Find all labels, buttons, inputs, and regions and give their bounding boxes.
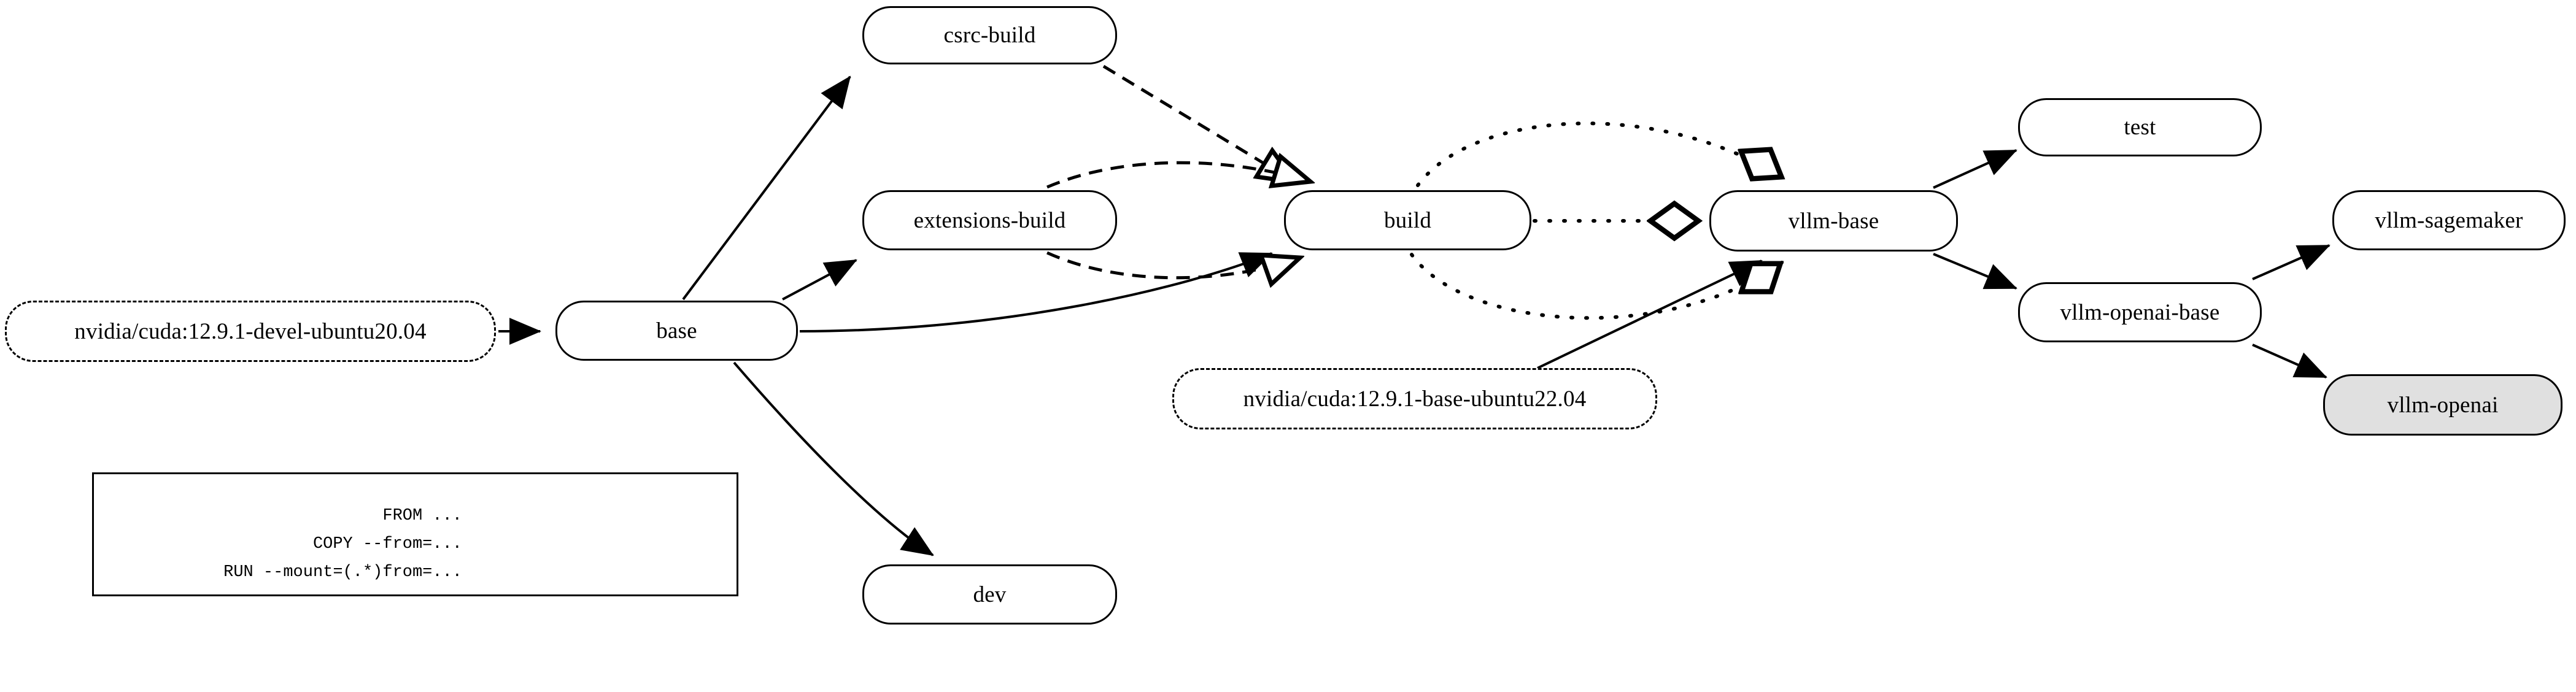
node-label: vllm-sagemaker bbox=[2375, 207, 2523, 233]
edge-build-to-vllm-base-lower bbox=[1410, 253, 1782, 320]
edge-base-to-csrc-build bbox=[682, 75, 851, 301]
legend-label-copy: COPY --from=... bbox=[312, 535, 462, 553]
node-label: nvidia/cuda:12.9.1-base-ubuntu22.04 bbox=[1243, 386, 1587, 412]
edge-extensions-build-to-build-lower bbox=[1046, 251, 1300, 278]
node-base[interactable]: base bbox=[555, 301, 798, 361]
node-cuda-base[interactable]: nvidia/cuda:12.9.1-base-ubuntu22.04 bbox=[1172, 368, 1657, 429]
edge-vllm-openai-base-to-vllm-openai bbox=[2252, 344, 2327, 379]
node-extensions-build[interactable]: extensions-build bbox=[862, 190, 1117, 250]
legend-line-copy bbox=[470, 532, 703, 556]
edge-base-to-build bbox=[799, 252, 1273, 333]
edge-base-to-dev bbox=[733, 361, 934, 556]
node-label: vllm-openai bbox=[2387, 392, 2499, 418]
node-label: build bbox=[1383, 207, 1432, 233]
edge-extensions-build-to-build-upper bbox=[1046, 163, 1310, 189]
node-test[interactable]: test bbox=[2018, 98, 2262, 156]
legend-row-from: FROM ... bbox=[94, 504, 737, 528]
legend-label-from: FROM ... bbox=[382, 507, 462, 525]
legend-row-copy: COPY --from=... bbox=[94, 532, 737, 556]
legend-line-from bbox=[470, 504, 703, 528]
node-vllm-openai[interactable]: vllm-openai bbox=[2323, 374, 2562, 436]
node-label: vllm-openai-base bbox=[2060, 299, 2220, 325]
node-vllm-openai-base[interactable]: vllm-openai-base bbox=[2018, 282, 2262, 342]
edge-base-to-extensions-build bbox=[782, 259, 857, 301]
node-label: extensions-build bbox=[913, 207, 1066, 233]
node-label: nvidia/cuda:12.9.1-devel-ubuntu20.04 bbox=[74, 318, 427, 344]
node-vllm-base[interactable]: vllm-base bbox=[1709, 190, 1958, 252]
node-label: csrc-build bbox=[943, 23, 1036, 48]
edge-vllm-base-to-vllm-openai-base bbox=[1933, 253, 2017, 290]
node-build[interactable]: build bbox=[1284, 190, 1531, 250]
node-vllm-sagemaker[interactable]: vllm-sagemaker bbox=[2332, 190, 2566, 250]
edge-vllm-base-to-test bbox=[1933, 149, 2017, 189]
legend-line-run-mount bbox=[470, 560, 703, 585]
edge-build-to-vllm-base-upper bbox=[1416, 121, 1783, 187]
node-dev[interactable]: dev bbox=[862, 564, 1117, 625]
legend-label-run-mount: RUN --mount=(.*)from=... bbox=[223, 563, 462, 582]
edge-vllm-openai-base-to-vllm-sagemaker bbox=[2252, 244, 2330, 280]
node-label: test bbox=[2124, 115, 2156, 140]
node-label: dev bbox=[973, 582, 1007, 607]
node-csrc-build[interactable]: csrc-build bbox=[862, 6, 1117, 64]
legend-row-run-mount: RUN --mount=(.*)from=... bbox=[94, 560, 737, 585]
edge-csrc-build-to-build bbox=[1102, 64, 1295, 182]
node-label: vllm-base bbox=[1788, 208, 1879, 234]
edge-cuda-base-to-vllm-base bbox=[1537, 260, 1763, 369]
node-cuda-devel[interactable]: nvidia/cuda:12.9.1-devel-ubuntu20.04 bbox=[5, 301, 496, 362]
node-label: base bbox=[656, 318, 697, 344]
legend: FROM ... COPY --from=... RUN --mount=(.*… bbox=[92, 472, 738, 596]
